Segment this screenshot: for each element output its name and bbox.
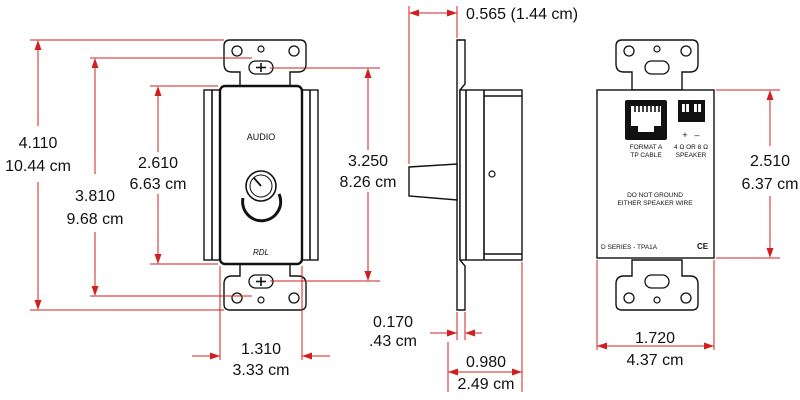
rear-bottom-left-screw-hole	[623, 292, 635, 304]
dim-knob-depth: 0.565 (1.44 cm)	[466, 6, 578, 23]
rear-dim-height-cm: 6.37 cm	[742, 176, 799, 193]
dim-plate-thickness-in: 0.170	[373, 314, 413, 331]
dim-knob-depth-in: 0.565	[466, 6, 506, 23]
front-bottom-small-hole	[257, 296, 265, 304]
rj45-opening	[631, 106, 661, 132]
dim-depth-in: 0.980	[466, 354, 506, 371]
front-top-right-screw-hole	[288, 45, 300, 57]
knob-pointer	[253, 177, 262, 187]
front-view: AUDIO RDL 4.110 10.44 cm 3.810 9.68 cm 2…	[5, 39, 397, 379]
dim-panel-height-in: 2.610	[138, 155, 178, 172]
dim-depth-cm: 2.49 cm	[458, 376, 515, 393]
dim-width-cm: 3.33 cm	[233, 362, 290, 379]
rj45-label-1: FORMAT A	[630, 144, 663, 151]
terminal-label-2: SPEAKER	[676, 152, 707, 159]
dim-knob-depth-cm: (1.44 cm)	[511, 6, 579, 23]
dim-overall-height-cm: 10.44 cm	[5, 158, 71, 175]
terminal-label-1: 4 Ω OR 8 Ω	[674, 144, 708, 151]
dim-width-in: 1.310	[241, 341, 281, 358]
dim-plate-thickness-cm: .43 cm	[369, 333, 417, 350]
dim-panel-height-cm: 6.63 cm	[130, 176, 187, 193]
dim-overall-height-in: 4.110	[19, 135, 58, 152]
dim-mount-spacing-cm: 9.68 cm	[67, 211, 124, 228]
front-panel-label: AUDIO	[247, 132, 276, 142]
rear-dim-width-in: 1.720	[635, 330, 675, 347]
rear-bottom-slot	[644, 274, 670, 289]
front-brand-mark: RDL	[253, 248, 269, 257]
rear-top-right-screw-hole	[680, 45, 692, 57]
side-view: 0.565 (1.44 cm) 0.170 .43 cm 0.980 2.49 …	[369, 6, 578, 393]
rj45-label-2: TP CABLE	[630, 152, 662, 159]
side-screw-hole	[488, 170, 496, 178]
rear-view: FORMAT A TP CABLE + – 4 Ω OR 8 Ω SPEAKER…	[596, 39, 799, 369]
side-knob	[408, 163, 458, 201]
rear-bottom-right-screw-hole	[680, 292, 692, 304]
ce-mark: CE	[697, 242, 709, 251]
dim-mount-spacing-in: 3.810	[75, 188, 115, 205]
rear-dim-width-cm: 4.37 cm	[627, 352, 684, 369]
front-bottom-left-screw-hole	[231, 292, 243, 304]
front-top-left-screw-hole	[231, 45, 243, 57]
rj45-pins	[634, 106, 660, 112]
dim-body-height-cm: 8.26 cm	[340, 174, 397, 191]
front-top-small-hole	[257, 45, 265, 53]
warning-line-2: EITHER SPEAKER WIRE	[617, 200, 693, 207]
rear-top-slot	[644, 60, 670, 75]
front-bottom-right-screw-hole	[288, 292, 300, 304]
warning-line-1: DO NOT GROUND	[627, 192, 683, 199]
rear-top-left-screw-hole	[623, 45, 635, 57]
terminal-minus: –	[694, 130, 699, 140]
rear-dim-height-in: 2.510	[750, 153, 790, 170]
knob-arc	[241, 193, 283, 223]
terminal-plus: +	[682, 130, 687, 140]
model-label: D SERIES - TPA1A	[601, 244, 658, 251]
dim-body-height-in: 3.250	[348, 153, 388, 170]
